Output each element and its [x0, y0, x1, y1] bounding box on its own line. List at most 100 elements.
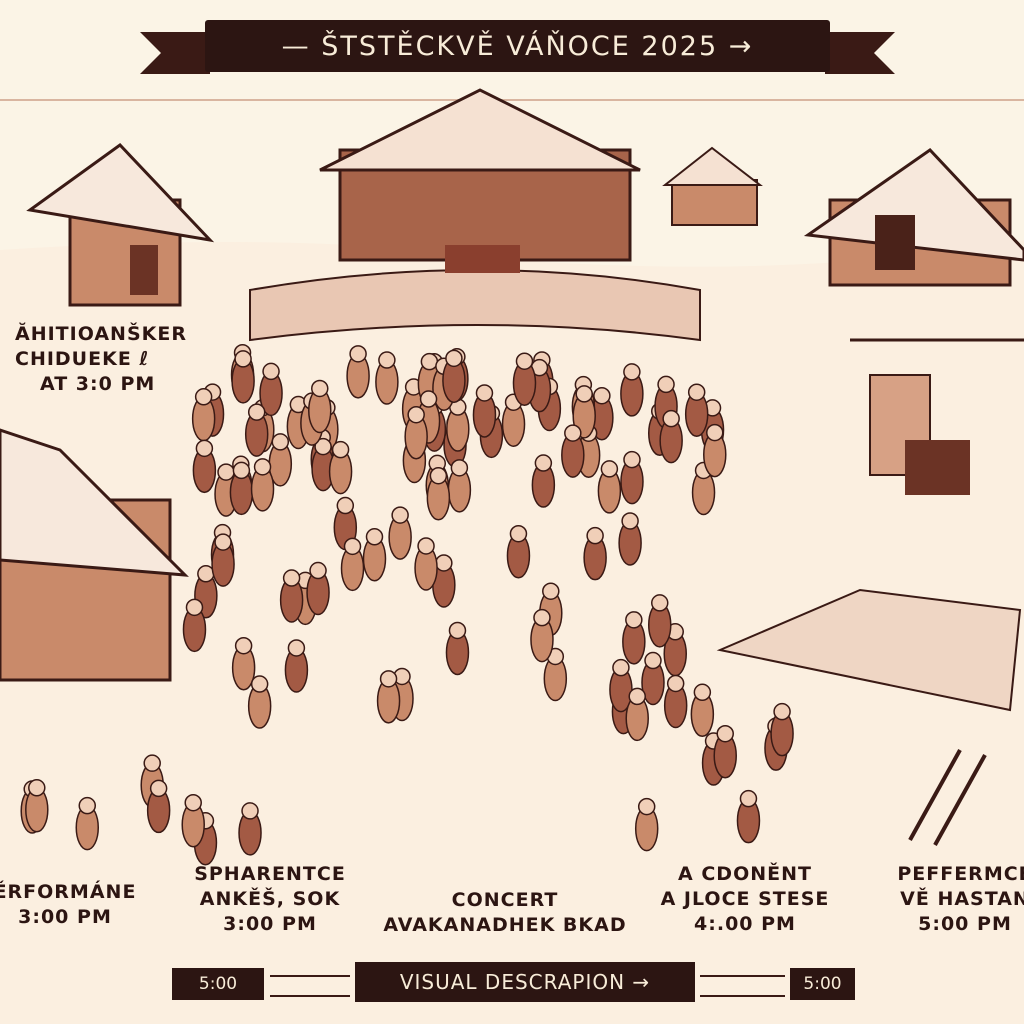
person-figure — [590, 386, 614, 441]
label-line: SPHARENTCE — [194, 863, 346, 885]
label-line: A CDONĚNT — [678, 863, 812, 885]
person-figure — [530, 608, 554, 663]
person-figure — [250, 458, 275, 512]
label-line: 5:00 PM — [918, 913, 1012, 935]
person-figure — [244, 403, 269, 457]
person-figure — [376, 670, 401, 724]
label-line: ANKĚŠ, SOK — [199, 888, 341, 910]
person-figure — [609, 658, 633, 713]
event-label-3: SPHARENTCE ANKĚŠ, SOK 3:00 PM — [185, 862, 355, 937]
person-figure — [375, 351, 399, 405]
person-figure — [506, 524, 531, 579]
person-figure — [445, 621, 470, 676]
market-stall — [0, 428, 189, 682]
person-figure — [340, 537, 365, 592]
person-figure — [259, 362, 283, 417]
person-figure — [622, 611, 646, 665]
event-label-6: PEFFERMCE VĚ HASTAN 5:00 PM — [890, 862, 1024, 937]
person-figure — [625, 687, 649, 742]
ladder — [908, 749, 987, 846]
person-figure — [618, 512, 642, 566]
timeline-line — [270, 975, 350, 977]
event-label-2: ĚRFORMÁNE 3:00 PM — [0, 880, 140, 930]
person-figure — [346, 345, 370, 399]
label-line: ĚRFORMÁNE — [0, 881, 137, 903]
back-hut — [662, 146, 763, 226]
timeline-line — [700, 995, 785, 997]
label-line: CHIDUEKE ℓ — [15, 348, 150, 370]
person-figure — [620, 450, 644, 505]
left-hut — [26, 143, 215, 307]
person-figure — [634, 797, 659, 852]
person-figure — [659, 409, 683, 464]
person-figure — [388, 506, 412, 560]
label-line: A JLOCE STESE — [660, 888, 830, 910]
person-figure — [328, 440, 353, 495]
label-line: 3:00 PM — [18, 906, 112, 928]
crowd — [20, 343, 794, 866]
person-figure — [512, 352, 537, 406]
person-figure — [447, 459, 472, 513]
label-line: ĂHITIOANŠKER — [15, 323, 187, 345]
person-figure — [306, 561, 330, 616]
person-figure — [770, 702, 794, 757]
person-figure — [146, 779, 171, 834]
person-figure — [703, 423, 727, 478]
person-figure — [641, 651, 665, 706]
person-figure — [531, 454, 556, 508]
person-figure — [181, 793, 205, 848]
person-figure — [647, 594, 672, 648]
event-label-4: CONCERT AVAKANADHEK BKAD — [365, 888, 645, 938]
label-line: AT 3:0 PM — [40, 373, 156, 395]
person-figure — [684, 383, 709, 437]
person-figure — [691, 461, 716, 516]
person-figure — [279, 569, 304, 623]
person-figure — [214, 463, 238, 517]
person-figure — [414, 537, 438, 591]
person-figure — [231, 350, 255, 404]
person-figure — [404, 405, 428, 460]
person-figure — [561, 424, 585, 478]
person-figure — [583, 526, 607, 581]
person-figure — [238, 802, 262, 856]
person-figure — [229, 461, 254, 516]
person-figure — [247, 675, 272, 729]
person-figure — [690, 683, 715, 738]
label-line: 3:00 PM — [223, 913, 317, 935]
timeline-line — [270, 995, 350, 997]
timeline-end: 5:00 — [790, 968, 855, 1000]
person-figure — [192, 439, 217, 494]
person-figure — [527, 358, 552, 413]
person-figure — [472, 384, 497, 438]
label-line: PEFFERMCE — [897, 863, 1024, 885]
label-line: CONCERT — [451, 889, 559, 911]
label-line: 4:.00 PM — [694, 913, 796, 935]
person-figure — [713, 724, 737, 779]
stage — [249, 88, 701, 342]
title-banner: — ŠTSTĚCKVĚ VÁŇOCE 2025 → — [205, 20, 830, 72]
person-figure — [308, 379, 332, 434]
timeline-center-label: VISUAL DESCRAPION → — [355, 962, 695, 1002]
person-figure — [663, 674, 688, 729]
person-figure — [75, 796, 100, 851]
event-label-5: A CDONĚNT A JLOCE STESE 4:.00 PM — [655, 862, 835, 937]
person-figure — [182, 598, 207, 653]
person-figure — [211, 533, 235, 587]
person-figure — [25, 779, 49, 833]
timeline-line — [700, 975, 785, 977]
person-figure — [362, 528, 387, 582]
label-line: AVAKANADHEK BKAD — [383, 914, 627, 936]
person-figure — [268, 433, 293, 487]
person-figure — [231, 636, 256, 691]
label-line: VĚ HASTAN — [900, 888, 1024, 910]
person-figure — [597, 460, 622, 514]
person-figure — [620, 363, 644, 417]
person-figure — [442, 349, 466, 404]
event-label-1: ĂHITIOANŠKER CHIDUEKE ℓ AT 3:0 PM — [15, 322, 187, 397]
person-figure — [191, 388, 216, 442]
right-booth — [716, 338, 1024, 712]
person-figure — [736, 789, 761, 844]
right-hut — [803, 148, 1024, 287]
timeline-start: 5:00 — [172, 968, 264, 1000]
